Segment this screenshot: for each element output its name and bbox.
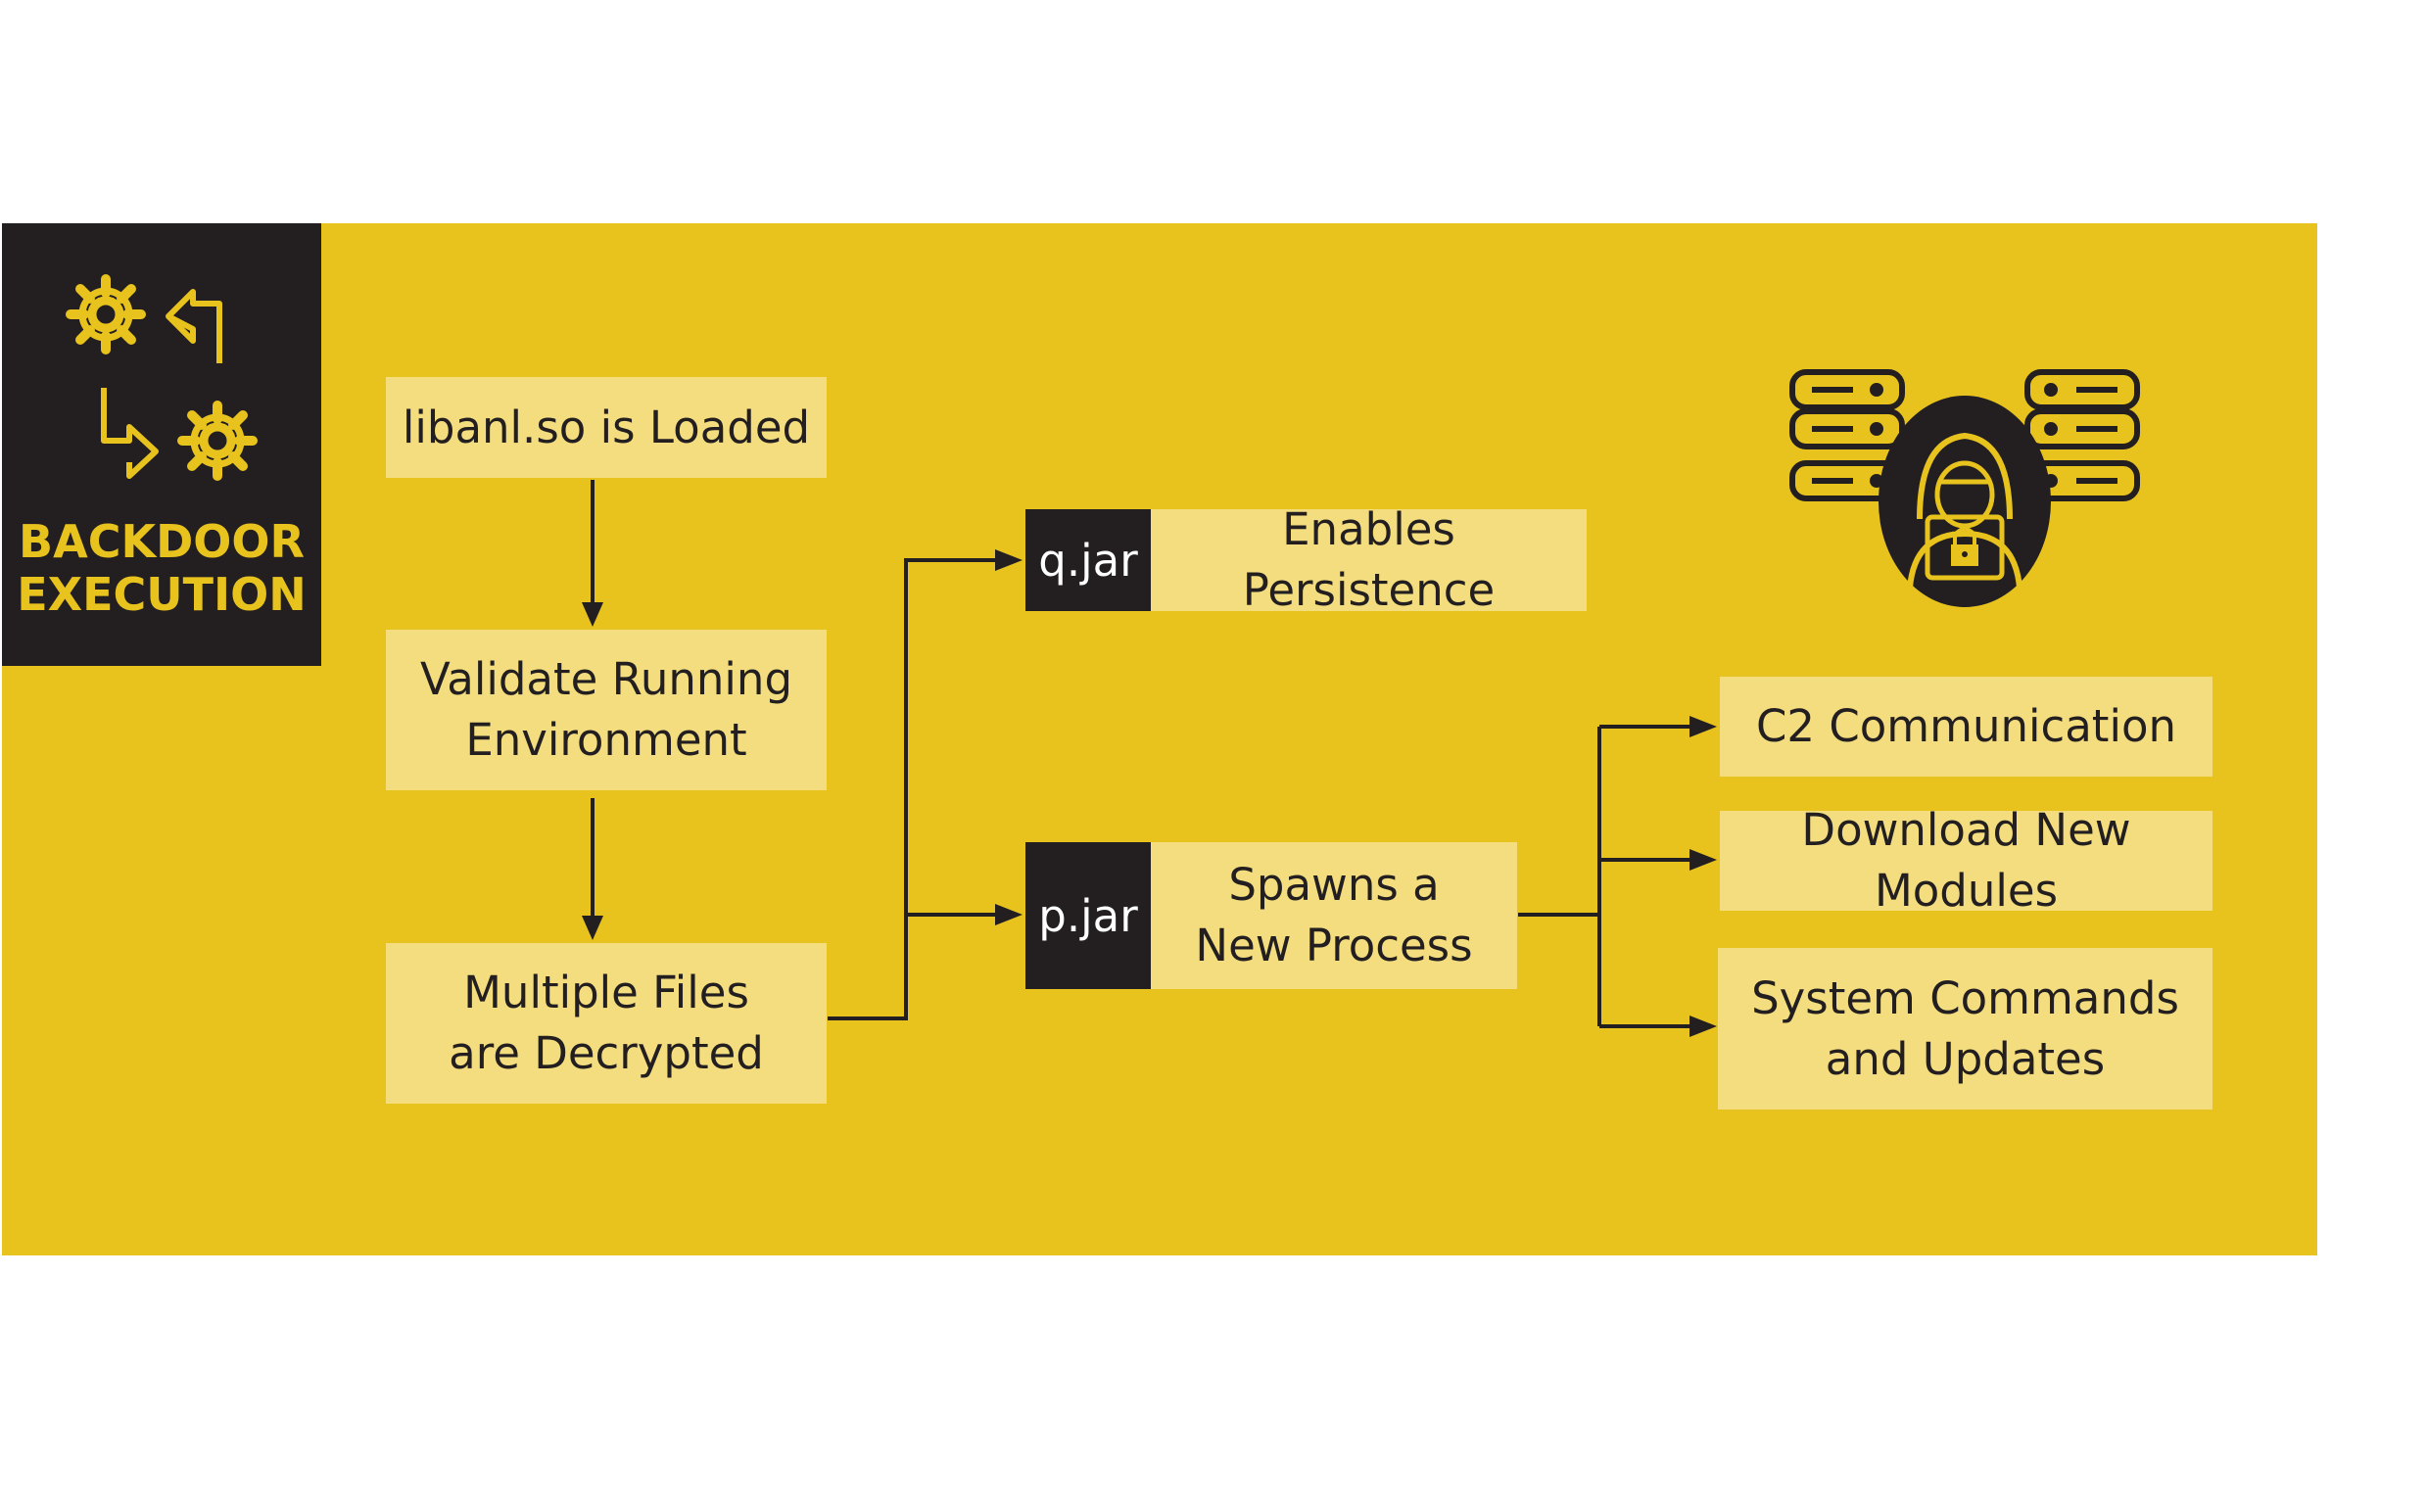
- panel-title-line2: EXECUTION: [17, 568, 307, 621]
- arrow-forward-icon: [101, 388, 159, 479]
- outcome-system-commands: System Commands and Updates: [1718, 948, 2212, 1110]
- arrowhead: [1689, 1016, 1717, 1037]
- step-decrypt-line2: are Decrypted: [449, 1027, 764, 1079]
- step-library-loaded: libanl.so is Loaded: [386, 377, 827, 478]
- gear-icon: [177, 401, 258, 481]
- outcome-download-modules: Download New Modules: [1720, 804, 2212, 917]
- pjar-label-line2: New Process: [1195, 920, 1473, 971]
- step-validate-line1: Validate Running: [419, 653, 793, 705]
- arrowhead: [582, 602, 603, 627]
- outcome-c2-label: C2 Communication: [1755, 700, 2177, 752]
- step-validate-line2: Environment: [465, 714, 747, 766]
- panel-title-line1: BACKDOOR: [19, 515, 305, 568]
- arrowhead: [995, 549, 1023, 571]
- arrowhead: [1689, 849, 1717, 871]
- padlock-icon: [1925, 514, 2005, 581]
- qjar-tag: q.jar: [1025, 509, 1151, 611]
- step-library-loaded-label: libanl.so is Loaded: [402, 401, 811, 453]
- outcome-download-label: Download New Modules: [1801, 804, 2131, 917]
- outcome-c2-communication: C2 Communication: [1720, 677, 2212, 777]
- arrow-back-icon: [166, 289, 222, 363]
- outcome-commands-line2: and Updates: [1825, 1032, 2106, 1085]
- arrowhead: [582, 916, 603, 940]
- step-validate-environment: Validate Running Environment: [386, 630, 827, 790]
- hacker-icon: [1879, 396, 2051, 607]
- outcome-commands-line1: System Commands: [1751, 971, 2179, 1024]
- pjar-label-line1: Spawns a: [1228, 859, 1440, 911]
- backdoor-execution-panel: BACKDOOR EXECUTION: [2, 223, 321, 666]
- arrowhead: [1689, 716, 1717, 737]
- step-files-decrypted: Multiple Files are Decrypted: [386, 943, 827, 1104]
- gear-icon: [66, 274, 146, 354]
- arrow-step3-branches: [828, 558, 999, 1020]
- qjar-label: Enables Persistence: [1242, 503, 1496, 616]
- step-decrypt-line1: Multiple Files: [463, 967, 749, 1018]
- qjar-enables-persistence: Enables Persistence: [1151, 503, 1587, 616]
- pjar-spawns-process: Spawns a New Process: [1151, 842, 1517, 989]
- corner-icons: [66, 274, 258, 481]
- pjar-tag: p.jar: [1025, 842, 1151, 989]
- arrowhead: [995, 904, 1023, 925]
